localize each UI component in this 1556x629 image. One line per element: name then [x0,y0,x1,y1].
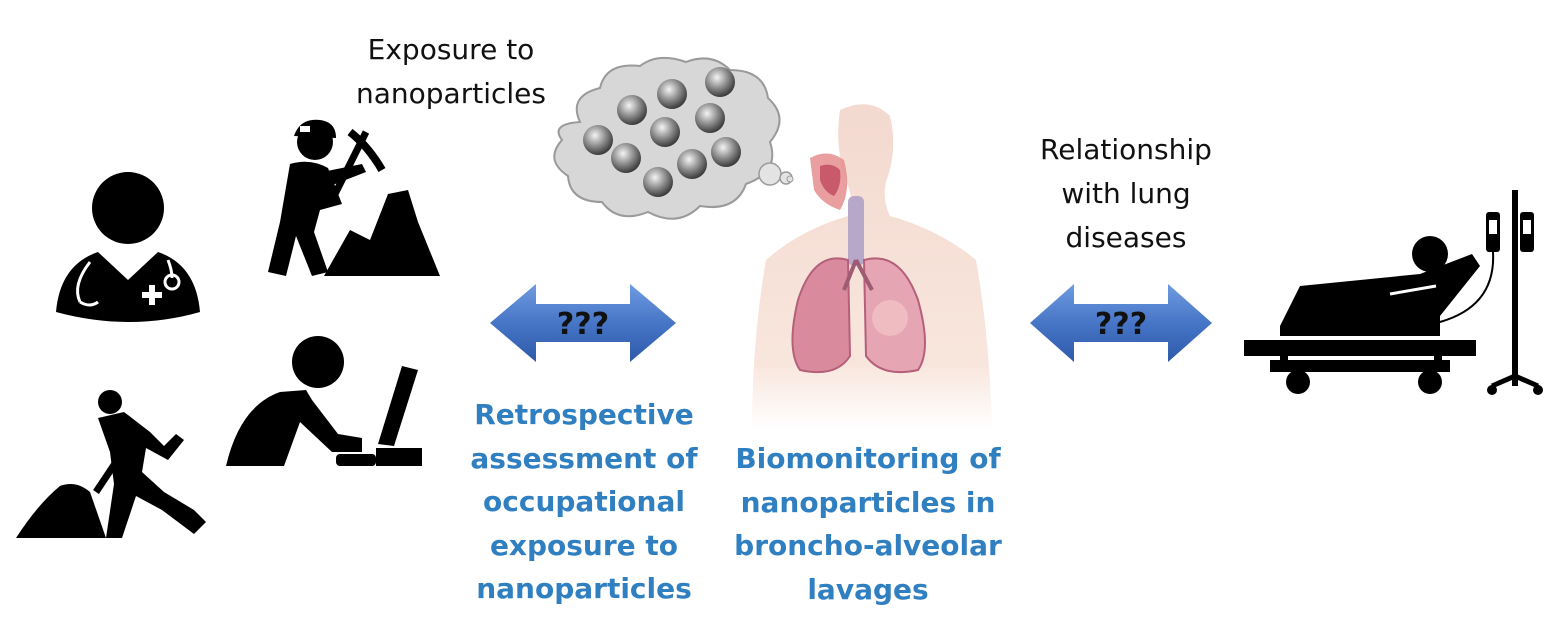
nanoparticle-spheres [583,67,741,197]
biomonitoring-label: Biomonitoring of nanoparticles in bronch… [734,442,1002,606]
exposure-label: Exposure to nanoparticles [356,33,546,110]
worker-shovel-icon [16,390,206,538]
left-double-arrow: ??? [490,284,676,362]
doctor-icon [56,172,200,322]
right-double-arrow: ??? [1030,284,1212,362]
relationship-label: Relationship with lung diseases [1040,133,1212,254]
miner-pickaxe-icon [268,119,440,276]
left-arrow-label: ??? [557,307,609,342]
retrospective-label: Retrospective assessment of occupational… [470,398,698,605]
nanoparticle-cloud-icon [553,56,794,220]
human-lungs-icon [752,104,992,430]
right-arrow-label: ??? [1095,307,1147,342]
patient-bed-icon [1244,190,1543,395]
computer-worker-icon [226,336,422,466]
